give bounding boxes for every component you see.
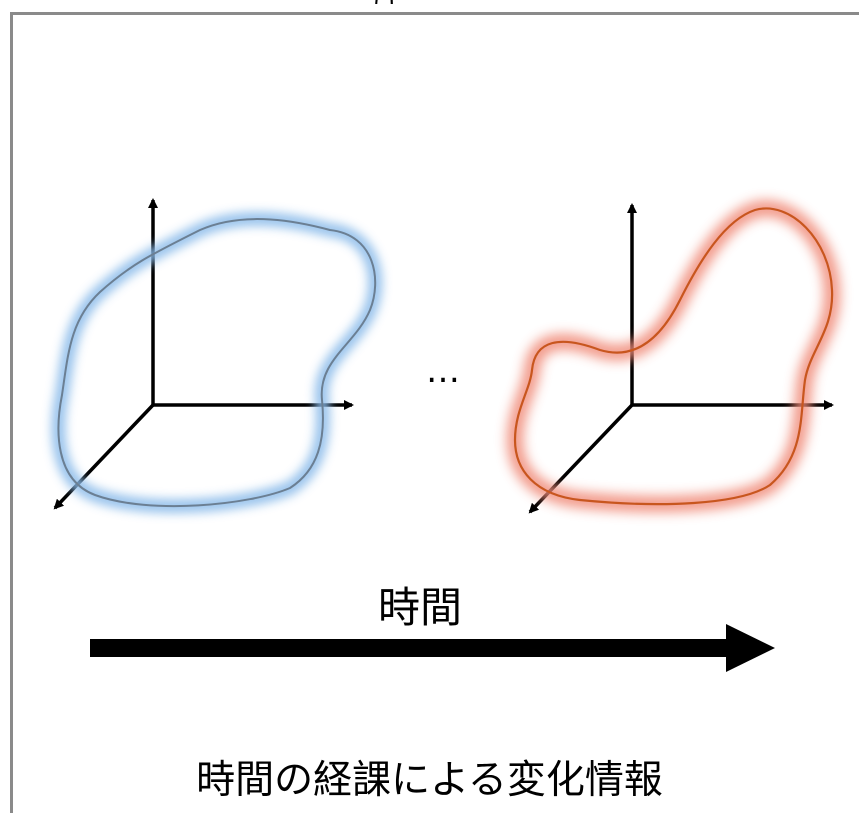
- top-cut-text: は: [372, 0, 512, 4]
- time-arrow: [90, 624, 775, 672]
- shape-late-glow: [506, 200, 841, 513]
- shape-early-outline: [57, 218, 377, 508]
- shape-late: [506, 200, 841, 513]
- time-arrow-head: [726, 624, 775, 672]
- shape-early-glow: [51, 212, 383, 514]
- time-arrow-shaft: [90, 639, 730, 657]
- frame-left-border: [10, 12, 13, 813]
- time-arrow-label: 時間: [378, 583, 463, 632]
- shape-late-outline: [513, 207, 834, 506]
- frame-top-border: [10, 12, 859, 15]
- diagram-caption: 時間の経課による変化情報: [196, 758, 663, 803]
- ellipsis-text: …: [426, 351, 460, 391]
- shape-early: [51, 212, 383, 514]
- axis-early-depth: [53, 403, 155, 510]
